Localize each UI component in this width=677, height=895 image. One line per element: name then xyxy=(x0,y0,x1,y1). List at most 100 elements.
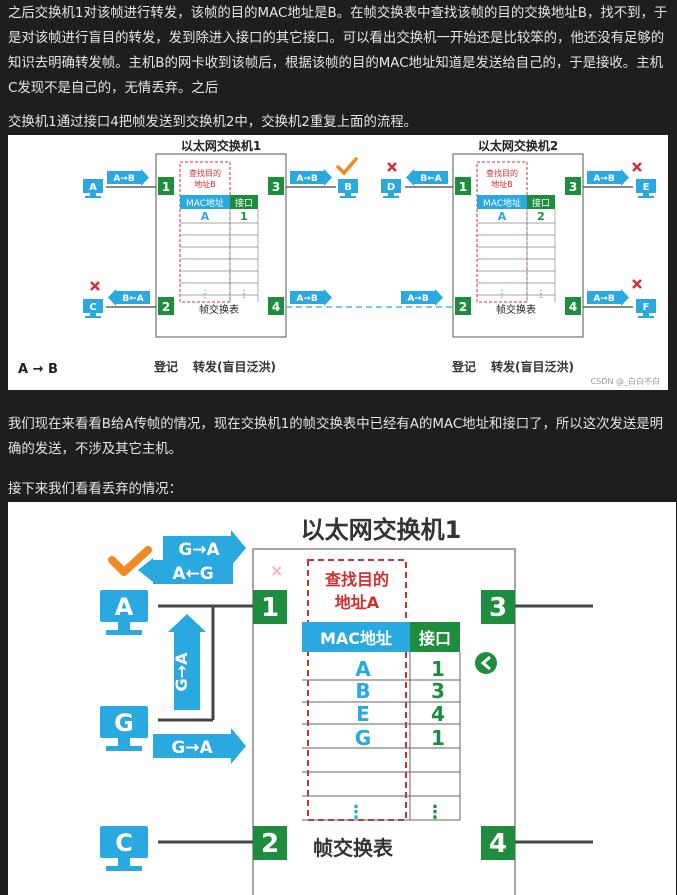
sw1-port-2: 2 xyxy=(158,297,174,315)
fig2-lookup-label-2: 地址A xyxy=(335,593,380,612)
fig2-mac-header-text: MAC地址 xyxy=(320,629,392,648)
svg-text:A→B: A→B xyxy=(407,294,429,304)
figure-1-diagram: 以太网交换机1 以太网交换机2 查找目的 地址B MAC地址 接口 A 1 ⋮ … xyxy=(18,138,660,386)
svg-text:1: 1 xyxy=(459,180,467,194)
svg-text:A→B: A→B xyxy=(296,174,318,184)
svg-text:2: 2 xyxy=(459,300,467,314)
fig2-host-g-icon: G xyxy=(100,706,148,751)
svg-text:A: A xyxy=(115,593,134,621)
svg-text:D: D xyxy=(387,182,395,193)
svg-text:1: 1 xyxy=(162,180,170,194)
paragraph-2: 交换机1通过接口4把帧发送到交换机2中，交换机2重复上面的流程。 xyxy=(8,115,418,130)
svg-text:E: E xyxy=(356,702,370,726)
fig2-mac-header xyxy=(302,622,410,652)
host-e-icon: E xyxy=(636,179,656,198)
lookup-label-2a: 查找目的 xyxy=(486,168,518,178)
fig2-wires xyxy=(158,604,593,844)
host-f-icon: F xyxy=(636,299,656,318)
sw1-port-1: 1 xyxy=(158,177,174,195)
figure-switch-flooding: 以太网交换机1 以太网交换机2 查找目的 地址B MAC地址 接口 A 1 ⋮ … xyxy=(8,135,668,390)
svg-text:1: 1 xyxy=(431,726,445,750)
table-1-dots-b: ⋮ xyxy=(239,289,249,300)
fig2-host-c-icon: C xyxy=(100,826,148,871)
check-icon xyxy=(336,157,358,176)
port-header-2 xyxy=(527,195,555,209)
table-1-grid xyxy=(180,209,259,302)
fig2-host-a-icon: A xyxy=(100,590,148,635)
table-2-mac-a: A xyxy=(498,210,507,223)
sw1-port-4: 4 xyxy=(268,297,284,315)
svg-text:B←A: B←A xyxy=(122,294,143,304)
table-2-dots-b: ⋮ xyxy=(536,289,546,300)
port-header-1 xyxy=(230,195,258,209)
svg-text:G→A: G→A xyxy=(172,652,191,692)
fig2-port-header xyxy=(410,622,460,652)
svg-text:E: E xyxy=(643,182,650,193)
paragraph-4: 接下来我们看看丢弃的情况： xyxy=(8,482,183,497)
frame-arrow-b-a-c: B←A xyxy=(108,289,150,306)
svg-text:B←A: B←A xyxy=(420,174,441,184)
mac-header-2 xyxy=(477,195,527,209)
fig2-port-header-text: 接口 xyxy=(419,629,451,648)
cross-icon-d xyxy=(387,162,397,172)
svg-text:G→A: G→A xyxy=(178,540,220,560)
port-header-2-text: 接口 xyxy=(532,197,550,209)
table-1-mac-a: A xyxy=(201,210,210,223)
svg-text:2: 2 xyxy=(261,829,279,859)
mac-header-1 xyxy=(180,195,230,209)
wires-1 xyxy=(106,186,633,308)
cross-icon-c xyxy=(90,281,100,291)
fig2-frame-g-a-vertical: G→A xyxy=(168,614,206,710)
table-2-caption: 帧交换表 xyxy=(496,303,536,316)
fig2-dots-port: ⋮ xyxy=(426,802,444,823)
svg-text:C: C xyxy=(89,302,96,313)
mac-header-1-text: MAC地址 xyxy=(186,197,224,209)
row-pointer-icon xyxy=(475,652,497,674)
step-forward-1: 转发(盲目泛洪) xyxy=(193,359,276,374)
frame-arrow-a-b-link: A→B xyxy=(401,289,443,306)
cross-icon-e xyxy=(632,162,642,172)
fig2-dots-mac: ⋮ xyxy=(347,802,365,823)
port-header-1-text: 接口 xyxy=(235,197,253,209)
svg-text:A←G: A←G xyxy=(172,564,213,584)
svg-text:B: B xyxy=(355,679,370,703)
svg-text:G: G xyxy=(114,709,134,737)
step-register-2: 登记 xyxy=(451,359,476,374)
table-2-port-2: 2 xyxy=(537,210,545,223)
fig2-table-caption: 帧交换表 xyxy=(313,836,394,860)
paragraph-3: 我们现在来看看B给A传帧的情况，现在交换机1的帧交换表中已经有A的MAC地址和接… xyxy=(8,417,664,457)
svg-text:A: A xyxy=(355,657,371,681)
fig2-table-grid xyxy=(302,652,461,821)
frame-arrow-b-a-d: B←A xyxy=(406,169,448,186)
host-a-icon: A xyxy=(83,179,103,198)
svg-text:F: F xyxy=(643,302,650,313)
sw2-port-3: 3 xyxy=(565,177,581,195)
svg-text:2: 2 xyxy=(162,300,170,314)
table-2-grid xyxy=(477,209,556,302)
watermark: CSDN @_白白不白 xyxy=(591,376,660,386)
svg-text:4: 4 xyxy=(431,702,445,726)
frame-arrow-a-b-f: A→B xyxy=(587,289,629,306)
fig2-lookup-label-1: 查找目的 xyxy=(325,570,389,589)
cross-icon-f xyxy=(632,279,642,289)
lookup-label-1a: 查找目的 xyxy=(189,168,221,178)
lookup-label-1b: 地址B xyxy=(194,179,216,189)
table-1-dots-a: ⋮ xyxy=(200,289,210,300)
step-forward-2: 转发(盲目泛洪) xyxy=(491,359,574,374)
svg-text:A→B: A→B xyxy=(296,294,318,304)
svg-text:3: 3 xyxy=(569,180,577,194)
svg-text:3: 3 xyxy=(489,593,507,623)
svg-text:A: A xyxy=(89,182,97,193)
fig2-switch-box xyxy=(252,548,516,895)
svg-text:1: 1 xyxy=(431,657,445,681)
switch-1-box xyxy=(155,153,287,338)
svg-text:3: 3 xyxy=(431,679,445,703)
svg-text:A→B: A→B xyxy=(593,294,615,304)
fig2-frame-g-a-top: G→A xyxy=(163,530,246,566)
svg-text:4: 4 xyxy=(272,300,280,314)
